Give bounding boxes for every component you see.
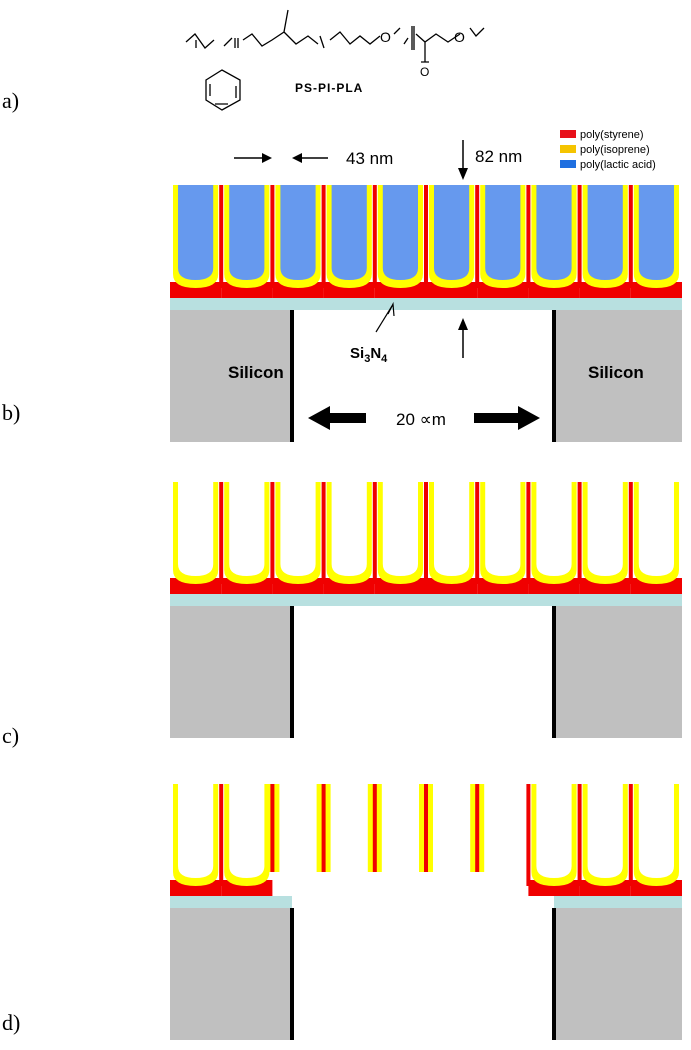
ps-wall <box>270 185 275 288</box>
empty-pore <box>178 784 214 878</box>
ps-lamella <box>475 784 480 872</box>
ps-wall <box>321 185 326 288</box>
empty-pore <box>229 482 265 576</box>
ps-wall <box>526 784 531 886</box>
ps-wall <box>219 784 224 886</box>
empty-pore <box>638 482 674 576</box>
si3n4-layer <box>170 298 682 310</box>
oxygen-atom-1: O <box>380 29 391 45</box>
empty-pore <box>280 482 316 576</box>
window-edge-left <box>290 310 294 442</box>
ps-wall <box>577 784 582 886</box>
ps-wall <box>321 482 326 584</box>
si3n4-layer <box>170 594 682 606</box>
empty-pore <box>536 482 572 576</box>
ps-wall <box>424 482 428 584</box>
ps-wall <box>628 482 633 584</box>
legend-swatch-pla <box>560 160 576 168</box>
silicon-substrate-right <box>554 310 682 442</box>
ps-wall <box>526 482 531 584</box>
legend: poly(styrene) poly(isoprene) poly(lactic… <box>560 129 656 171</box>
empty-pore <box>587 784 623 878</box>
pla-pore <box>536 185 572 280</box>
legend-swatch-pi <box>560 145 576 153</box>
ps-wall <box>526 185 531 288</box>
ps-lamella <box>270 784 275 872</box>
si3n4-layer-left <box>170 896 292 908</box>
window-edge-left <box>290 908 294 1040</box>
ps-wall <box>577 482 582 584</box>
film-panel-d <box>170 784 682 1040</box>
ps-wall <box>270 482 275 584</box>
pla-pore <box>178 185 214 280</box>
ps-wall <box>577 185 582 288</box>
ps-wall <box>424 185 428 288</box>
empty-pore <box>434 482 470 576</box>
ps-wall <box>219 185 224 288</box>
silicon-substrate-left <box>170 606 292 738</box>
legend-label-pla: poly(lactic acid) <box>580 159 656 171</box>
ps-wall <box>475 185 480 288</box>
pla-pore <box>485 185 521 280</box>
film-panel-b <box>170 185 682 442</box>
window-edge-right <box>552 606 556 738</box>
molecule-label: PS-PI-PLA <box>295 81 363 95</box>
chemical-structure <box>185 9 485 111</box>
silicon-right-label: Silicon <box>588 363 644 382</box>
pla-pore <box>434 185 470 280</box>
silicon-substrate-right <box>554 908 682 1040</box>
panel-label-c: c) <box>2 723 19 748</box>
empty-pore <box>178 482 214 576</box>
panel-label-a: a) <box>2 88 19 113</box>
si3n4-label: Si3N4 <box>350 345 388 365</box>
ps-wall <box>628 784 633 886</box>
ps-wall <box>372 185 377 288</box>
dimension-82nm: 82 nm <box>458 140 522 358</box>
empty-pore <box>382 482 418 576</box>
oxygen-atom-2: O <box>454 29 465 45</box>
ps-wall <box>372 482 377 584</box>
pla-pore <box>382 185 418 280</box>
ps-wall <box>219 482 224 584</box>
pla-pore <box>331 185 367 280</box>
ps-wall <box>475 482 480 584</box>
empty-pore <box>485 482 521 576</box>
si3n4-layer-right <box>554 896 682 908</box>
film-thickness-label: 82 nm <box>475 147 522 166</box>
legend-label-pi: poly(isoprene) <box>580 144 650 156</box>
panel-label-d: d) <box>2 1010 20 1035</box>
window-edge-left <box>290 606 294 738</box>
ps-wall <box>628 185 633 288</box>
dimension-20um: 20 ∝m <box>308 406 540 430</box>
ps-lamella <box>372 784 377 872</box>
window-edge-right <box>552 310 556 442</box>
window-width-label: 20 ∝m <box>396 410 446 429</box>
pla-pore <box>280 185 316 280</box>
empty-pore <box>587 482 623 576</box>
empty-pore <box>331 482 367 576</box>
silicon-substrate-left <box>170 908 292 1040</box>
silicon-left-label: Silicon <box>228 363 284 382</box>
pla-pore <box>638 185 674 280</box>
empty-pore <box>638 784 674 878</box>
si3n4-callout: Si3N4 <box>350 301 395 365</box>
ps-lamella <box>321 784 326 872</box>
silicon-substrate-right <box>554 606 682 738</box>
legend-swatch-ps <box>560 130 576 138</box>
carbonyl-oxygen: O <box>420 65 429 79</box>
silicon-substrate-left <box>170 310 292 442</box>
ps-lamella <box>424 784 428 872</box>
pla-pore <box>229 185 265 280</box>
pore-spacing-label: 43 nm <box>346 149 393 168</box>
empty-pore <box>536 784 572 878</box>
panel-label-b: b) <box>2 400 20 425</box>
empty-pore <box>229 784 265 878</box>
legend-label-ps: poly(styrene) <box>580 129 644 141</box>
film-panel-c <box>170 482 682 738</box>
window-edge-right <box>552 908 556 1040</box>
pla-pore <box>587 185 623 280</box>
dimension-43nm: 43 nm <box>234 149 393 168</box>
